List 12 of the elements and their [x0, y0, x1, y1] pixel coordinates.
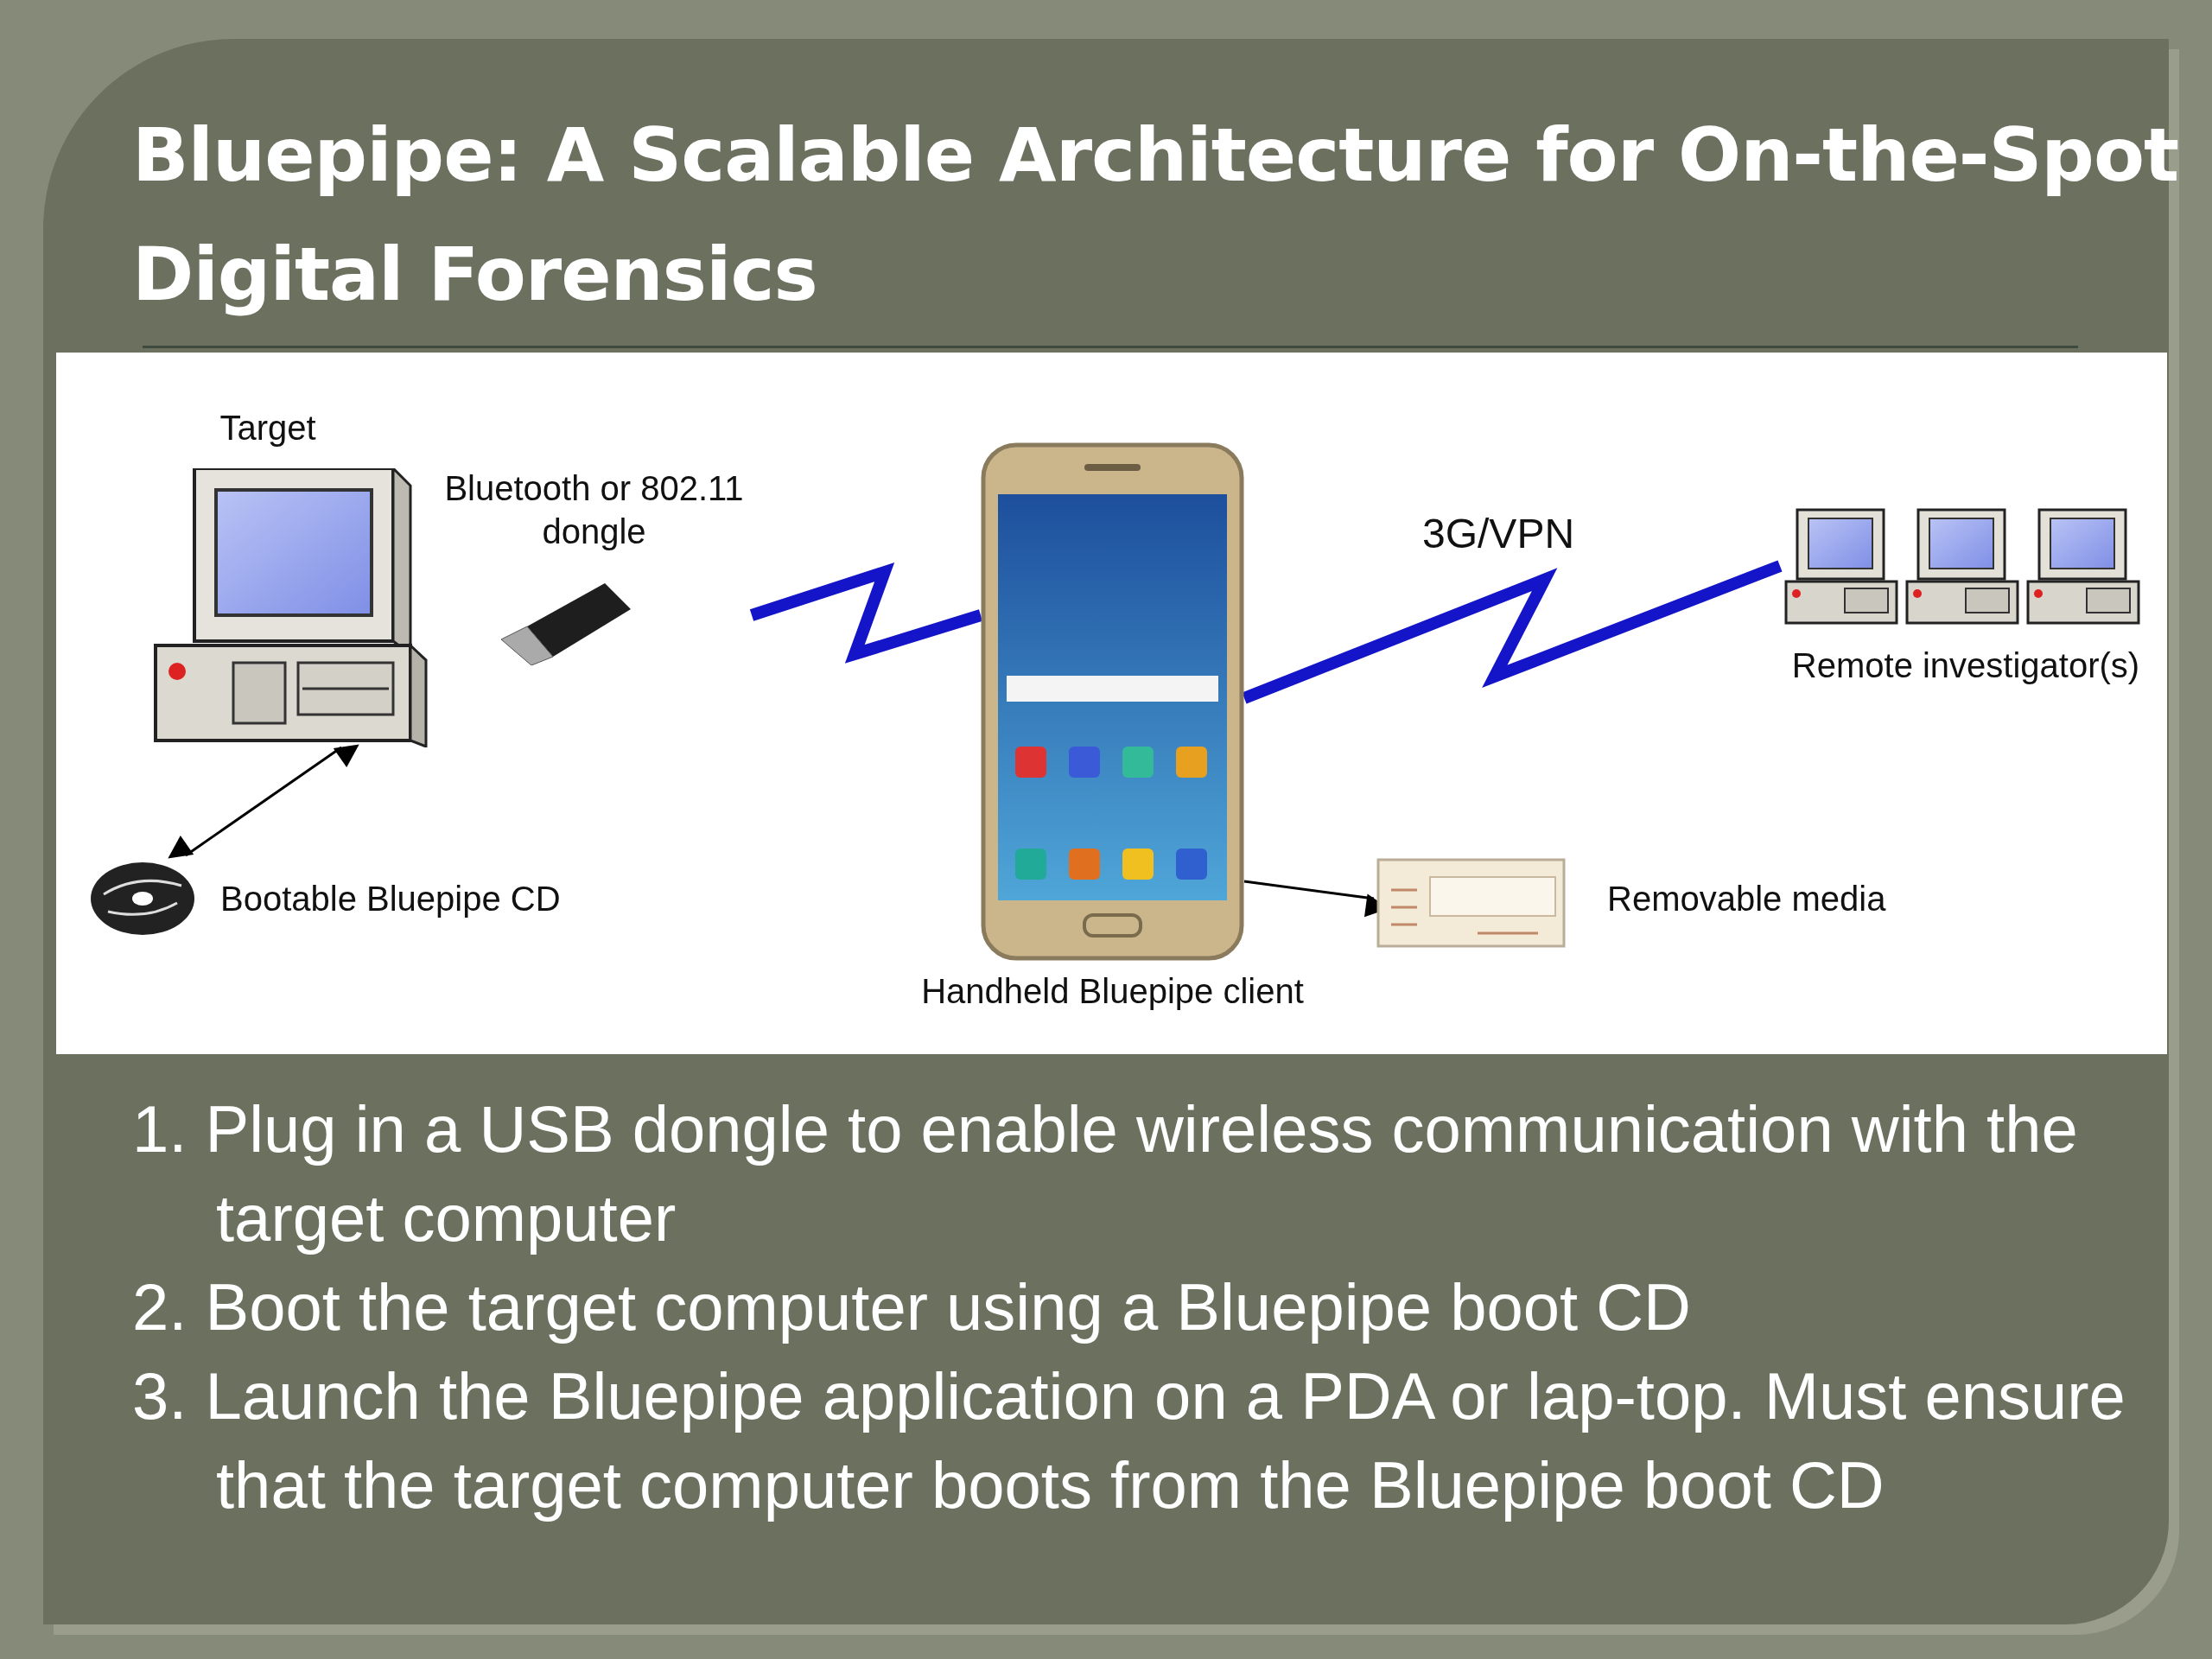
slide-title: Bluepipe: A Scalable Architecture for On-the-Spot Digital Forensics — [132, 111, 2180, 319]
node-caption: Bootable Bluepipe CD — [220, 880, 561, 918]
node-label: Remote investigator(s) — [1790, 645, 2141, 686]
node-label: Handheld Bluepipe client — [920, 971, 1305, 1012]
step-text: 2. Boot the target computer using a Bluepipe boot CD — [132, 1269, 1692, 1345]
wireless-link — [749, 562, 983, 664]
step-text: 3. Launch the Bluepipe application on a PDA or lap-top. Must ensure that the target computer boots from the Bluepipe boot CD — [132, 1358, 2126, 1523]
arrow — [168, 744, 359, 859]
step-text: 1. Plug in a USB dongle to enable wireless communication with the target computer — [132, 1091, 2079, 1256]
node-caption: Removable media — [1607, 880, 1886, 918]
node-label: Target — [219, 408, 317, 448]
node-label: Bluetooth or 802.11 dongle — [443, 468, 745, 552]
